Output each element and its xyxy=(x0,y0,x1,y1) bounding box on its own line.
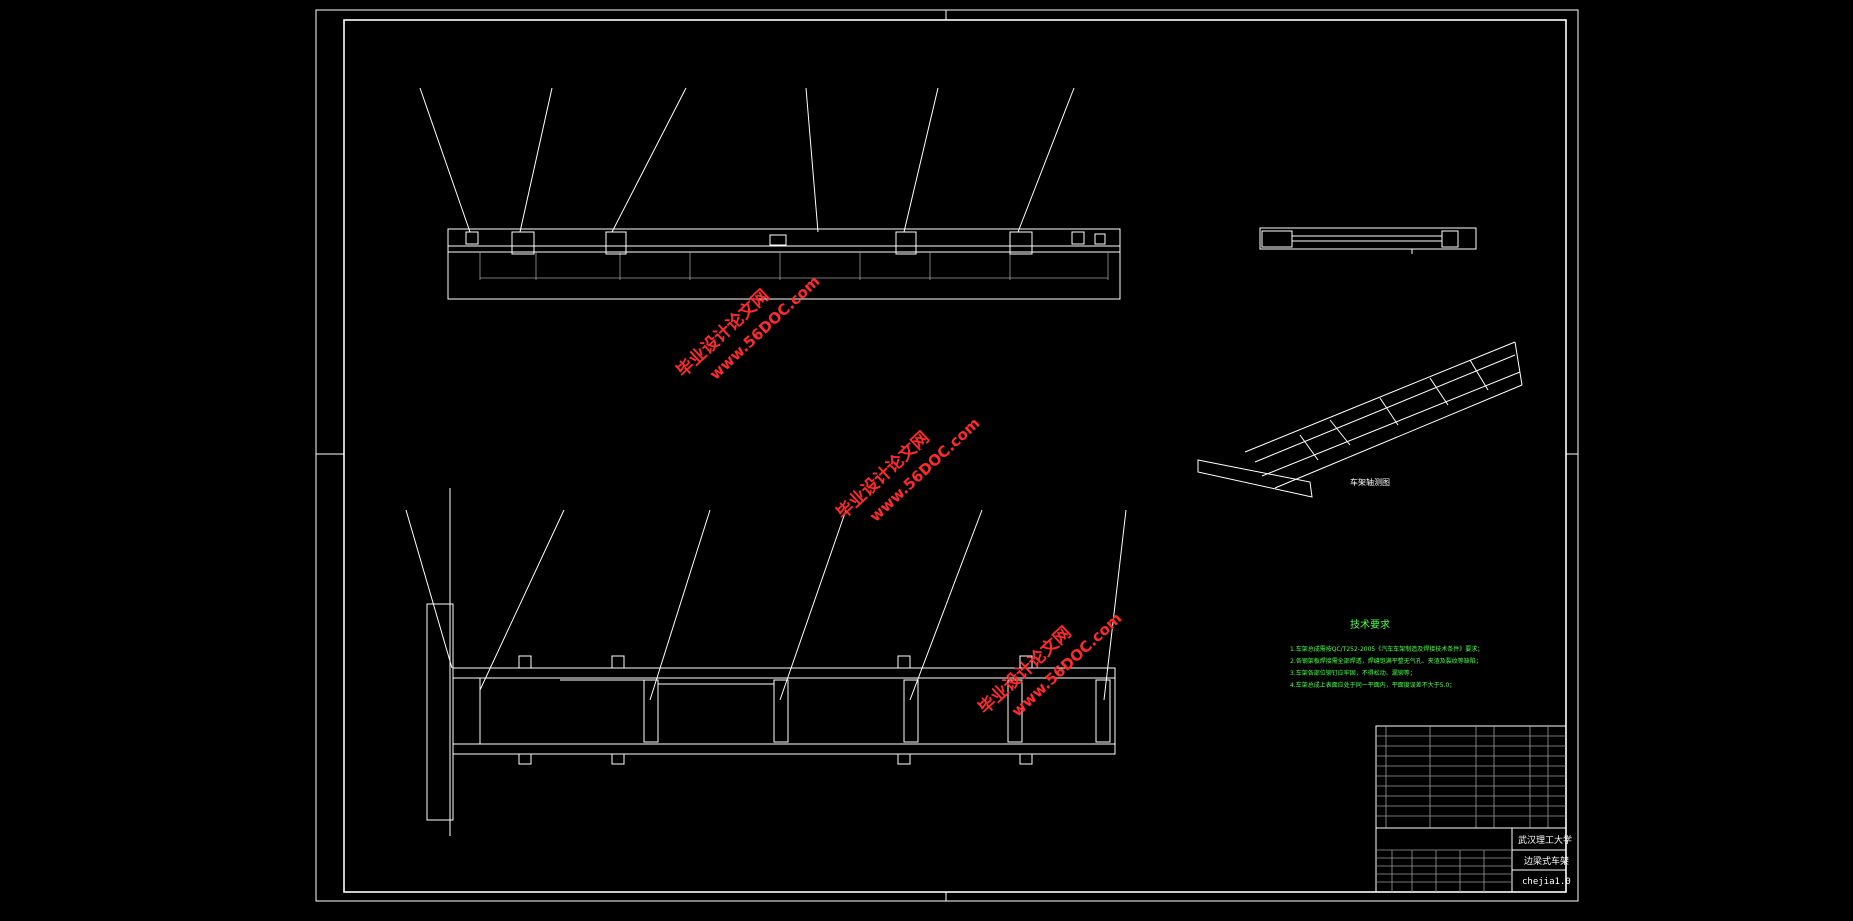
centering-marks xyxy=(316,10,1578,901)
iso-view-label: 车架轴测图 xyxy=(1350,477,1390,487)
tech-note-4: 4.车架总成上表面应处于同一平面内，平面度误差不大于5.0； xyxy=(1290,681,1455,689)
inner-frame xyxy=(343,19,1567,893)
watermark-2: 毕业设计论文网 www.56DOC.com xyxy=(832,414,983,525)
watermark-3: 毕业设计论文网 www.56DOC.com xyxy=(974,609,1125,720)
isometric-view xyxy=(1197,341,1523,498)
tech-note-3: 3.车架各部位铆钉应牢固，不得松动、漏铆等； xyxy=(1290,669,1416,677)
bottom-leader-lines xyxy=(405,509,1127,701)
bottom-plan-view xyxy=(426,488,1116,836)
top-leader-lines xyxy=(419,87,1075,233)
title-block-drawing-name: 边梁式车架 xyxy=(1524,855,1569,867)
title-block-school: 武汉理工大学 xyxy=(1518,834,1572,846)
watermark-1: 毕业设计论文网 www.56DOC.com xyxy=(672,272,823,383)
side-view xyxy=(1259,227,1477,254)
outer-frame xyxy=(315,9,1579,902)
tech-note-2: 2.各钢架板焊接需全部焊透，焊缝饱满平整无气孔、夹渣及裂纹等缺陷； xyxy=(1290,657,1482,665)
tech-notes-title: 技术要求 xyxy=(1350,618,1390,631)
tech-note-1: 1.车架总成需按QC/T252-2005《汽车车架制造及焊接技术条件》要求； xyxy=(1290,645,1483,653)
parts-list-table xyxy=(1375,725,1567,829)
top-elevation-view xyxy=(447,228,1121,300)
title-block-drawing-number: chejia1.0 xyxy=(1522,877,1571,887)
title-block xyxy=(1375,827,1567,893)
